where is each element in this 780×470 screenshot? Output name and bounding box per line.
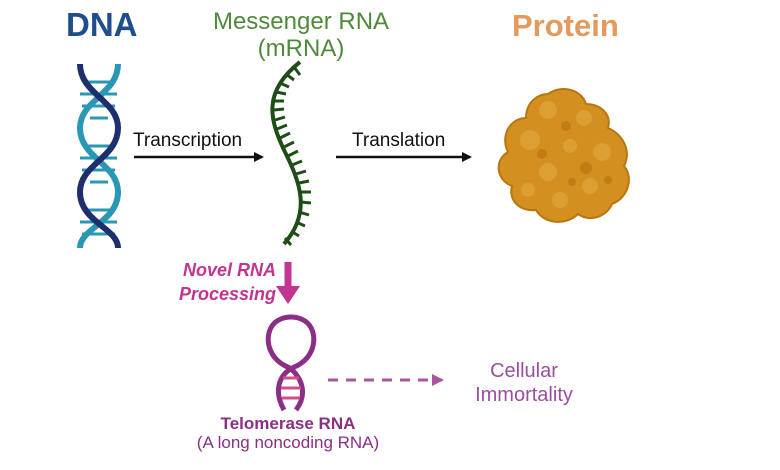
mrna-strand-icon (270, 60, 312, 246)
protein-title: Protein (512, 8, 619, 43)
mrna-title: Messenger RNA (mRNA) (196, 8, 406, 62)
mrna-title-line2: (mRNA) (257, 35, 345, 62)
telomerase-rna-hairpin-icon (265, 314, 317, 412)
novel-processing-line1: Novel RNA (182, 260, 276, 280)
novel-processing-label: Novel RNA Processing (158, 258, 276, 306)
telomerase-rna-label: Telomerase RNA (220, 414, 356, 433)
dna-title: DNA (66, 6, 138, 43)
cellular-immortality-line1: Cellular (490, 360, 558, 382)
cellular-immortality-line2: Immortality (475, 384, 573, 406)
protein-blob-icon (497, 88, 630, 223)
transcription-label: Transcription (133, 130, 243, 151)
telomerase-rna-description: (A long noncoding RNA) (196, 433, 380, 452)
cellular-immortality-label: Cellular Immortality (460, 359, 588, 407)
translation-label: Translation (352, 130, 446, 151)
mrna-title-line1: Messenger RNA (212, 8, 390, 35)
novel-processing-line2: Processing (178, 284, 276, 304)
dna-double-helix-icon (76, 63, 122, 249)
novel-processing-arrow (276, 262, 300, 304)
